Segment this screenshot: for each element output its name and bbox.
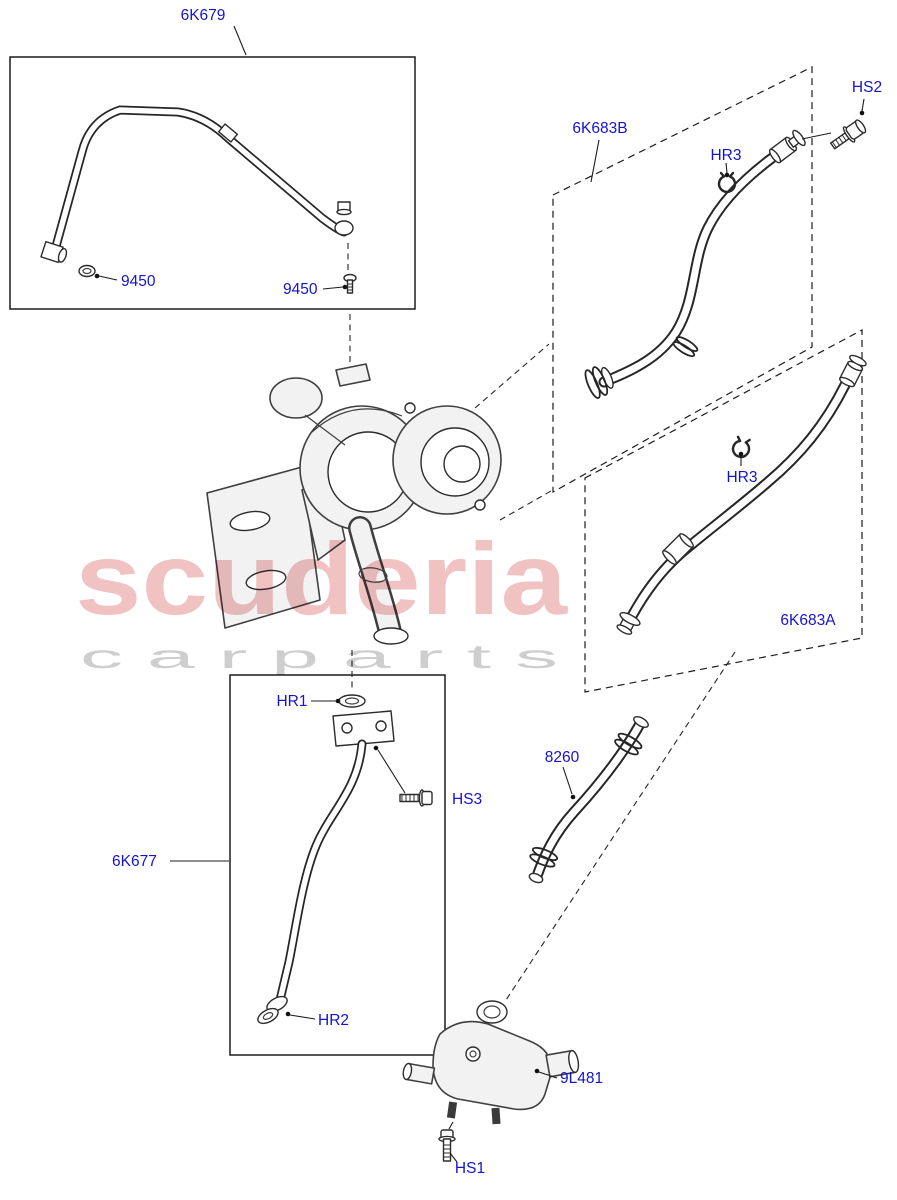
hoseA-end-connector [839, 354, 867, 388]
label-9450-left: 9450 [121, 273, 156, 290]
coolant-hose-6K683B [584, 129, 806, 399]
bolt-9450-right [343, 273, 357, 294]
bolt-HS2 [829, 119, 867, 150]
housing-stud-left [446, 1101, 458, 1119]
coolant-hose-6K683A [616, 354, 867, 635]
oil-feed-pipe-6K679 [40, 105, 354, 264]
label-HS1: HS1 [455, 1160, 485, 1177]
hose8260-clamp-bottom [529, 846, 559, 868]
washer-9450-left [78, 264, 96, 278]
part-labels: 6K679 9450 9450 6K683B HR3 HS2 6K683A HR… [112, 7, 882, 1177]
housing-stud-right [491, 1107, 501, 1125]
parts-box-6K679 [9, 56, 416, 310]
hoseB-mid-clamp [672, 336, 699, 358]
hoseA-end-fitting [616, 612, 641, 635]
housing-right-port [545, 1049, 580, 1078]
label-HR3-mid: HR3 [726, 469, 757, 486]
watermark-brand: scuderia [75, 522, 568, 636]
retaining-clip-HR3-top [717, 171, 737, 194]
label-HS3: HS3 [452, 791, 482, 808]
dashed-link-hoseA-housing [505, 651, 736, 1001]
gasket-HR2 [257, 1007, 279, 1025]
label-6K683A: 6K683A [780, 612, 836, 629]
hoseB-end-connector [768, 129, 806, 164]
gasket-HR1 [338, 694, 366, 708]
label-6K677: 6K677 [112, 853, 157, 870]
label-8260: 8260 [545, 749, 580, 766]
bolt-HS1 [438, 1129, 456, 1162]
retaining-clip-HR3-mid [731, 435, 751, 459]
dashed-link-turbo-hoseB [474, 343, 550, 409]
hose8260-clamp-top [614, 732, 643, 756]
label-6K679: 6K679 [181, 7, 226, 24]
label-HR3-top: HR3 [710, 147, 741, 164]
turbocharger-illustration [206, 363, 502, 645]
housing-left-port [402, 1062, 436, 1085]
dashed-link-turbo-hoseB2 [499, 490, 552, 521]
watermark-subtitle: c a r p a r t s [80, 638, 558, 675]
parts-box-6K683A [584, 328, 863, 693]
label-6K683B: 6K683B [572, 120, 627, 137]
wastegate-actuator [269, 377, 323, 419]
label-HS2: HS2 [852, 79, 882, 96]
banjo-fitting [334, 220, 354, 236]
label-9450-right: 9450 [283, 281, 318, 298]
oil-drain-pipe-6K677 [257, 694, 395, 1025]
hoseB-end-clamp [584, 366, 614, 399]
pipe-bracket [217, 123, 239, 143]
banjo-bolt [336, 201, 352, 216]
parts-box-6K677 [229, 674, 446, 1056]
label-9L481: 9L481 [560, 1070, 603, 1087]
leader-lines [94, 25, 865, 1163]
group-boxes [9, 56, 863, 1056]
hoseA-union-connector [662, 533, 694, 565]
parts-box-6K683B [552, 66, 813, 494]
thermostat-housing-9L481 [402, 1000, 580, 1125]
coolant-hose-8260 [528, 716, 649, 884]
watermark: scuderia c a r p a r t s [75, 522, 568, 675]
housing-top-port [476, 1000, 508, 1024]
label-HR2: HR2 [318, 1012, 349, 1029]
bolt-HS3 [399, 789, 433, 807]
label-HR1: HR1 [276, 693, 307, 710]
connector-lines [347, 243, 736, 1001]
